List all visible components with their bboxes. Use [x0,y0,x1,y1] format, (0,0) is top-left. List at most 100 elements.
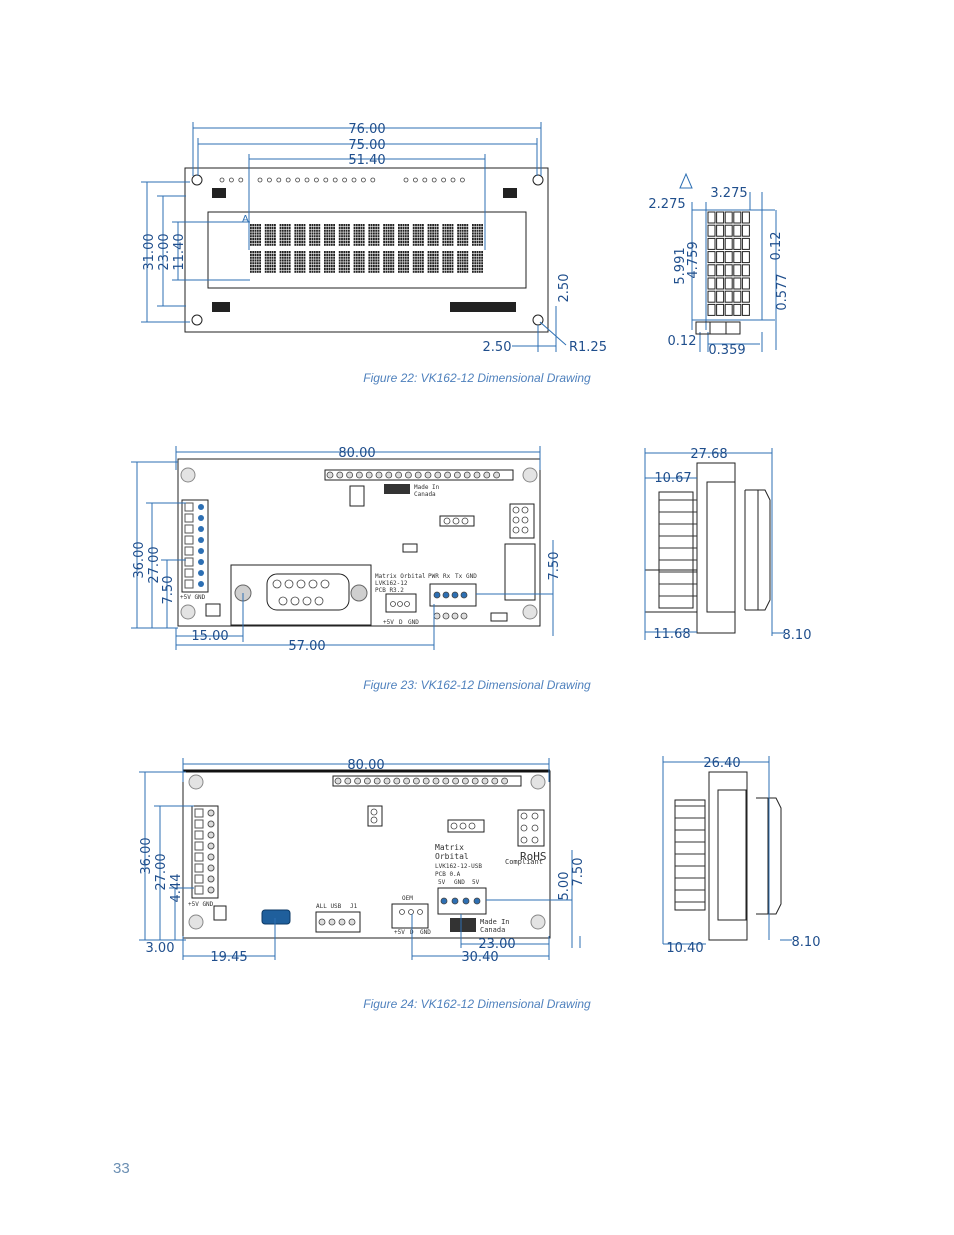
pin-hole [512,516,520,524]
fig22-side-dim-0-12-h: 0.12 [668,334,697,349]
pin-hole [473,471,481,479]
lcd-dot [358,232,360,235]
pin-hole [422,177,428,183]
lcd-dot [422,265,424,268]
lcd-dot [301,229,304,232]
fig24-dim-4-44: 4.44 [169,874,184,903]
lcd-dot [348,235,350,238]
lcd-dot [250,267,252,270]
lcd-dot [390,253,392,256]
lcd-dot [461,243,464,246]
lcd-dot [466,262,469,265]
lcd-dot [404,259,407,262]
lcd-dot [326,238,329,241]
fig22-dim-31: 31.00 [142,233,157,270]
lcd-dot [472,226,474,229]
lcd-dot [316,243,318,246]
header-pin [207,809,215,817]
lcd-dot [481,256,483,259]
lcd-dot [328,226,331,229]
lcd-dot [299,265,301,268]
fig23-dim-7-50-left: 7.50 [161,576,176,605]
lcd-dot [309,243,311,246]
lcd-dot [341,253,343,256]
lcd-dot [422,262,424,265]
lcd-dot [432,235,434,238]
lcd-dot [419,243,422,246]
lcd-dot [259,240,261,243]
lcd-dot [286,256,289,259]
lcd-dot [309,226,311,229]
pin-hole [370,177,376,183]
lcd-dot [400,224,403,227]
lcd-dot [330,240,333,243]
header-pin [194,874,204,884]
lcd-dot [284,232,286,235]
lcd-dot [333,243,335,246]
lcd-dot [299,259,301,262]
lcd-dot [415,238,417,241]
lcd-dot [390,265,392,268]
lcd-dot [407,224,409,227]
lcd-dot [422,240,424,243]
lcd-dot [434,240,437,243]
header-pin [207,864,215,872]
lcd-dot [375,265,378,268]
lcd-dot [474,265,477,268]
lcd-dot [362,229,365,232]
lcd-dot [362,267,365,270]
lcd-dot [281,243,284,246]
lcd-dot [330,259,333,262]
lcd-dot [466,232,469,235]
lcd-dot [303,238,306,241]
pin-hole [313,177,319,183]
lcd-dot [392,238,395,241]
lcd-dot [476,235,479,238]
lcd-dot [447,226,449,229]
pin-hole [442,777,450,785]
lcd-dot [449,243,452,246]
pin-hole [432,777,440,785]
lcd-dot [385,265,388,268]
lcd-dot [328,243,331,246]
lcd-dot [375,256,378,259]
lcd-dot [338,235,341,238]
lcd-dot [385,240,388,243]
lcd-dot [328,229,331,232]
lcd-dot [259,262,261,265]
lcd-dot [373,265,375,268]
lcd-dot [259,251,261,254]
pin-hole [318,918,326,926]
lcd-dot [434,253,437,256]
lcd-dot [449,235,452,238]
lcd-dot [370,238,373,241]
lcd-dot [387,232,390,235]
lcd-dot [355,240,358,243]
lcd-dot [345,229,348,232]
lcd-dot [362,235,365,238]
lcd-dot [451,265,454,268]
lcd-dot [288,251,291,254]
lcd-dot [274,265,276,268]
pin-hole [408,909,414,915]
lcd-dot [309,232,311,235]
pin-hole [295,177,301,183]
lcd-dot [324,256,326,259]
pin-hole [424,471,432,479]
lcd-dot [392,253,395,256]
pin-hole [393,777,401,785]
lcd-dot [472,262,474,265]
lcd-dot [478,240,481,243]
lcd-dot [476,240,479,243]
lcd-dot [256,256,259,259]
lcd-dot [318,265,321,268]
lcd-dot [309,256,311,259]
lcd-dot [377,265,380,268]
lcd-dot [392,259,395,262]
lcd-dot [328,256,331,259]
lcd-dot [447,224,449,227]
lcd-dot [343,265,346,268]
fig24-text-all-usb: ALL USB [316,903,342,910]
lcd-dot [464,226,466,229]
lcd-dot [271,243,274,246]
